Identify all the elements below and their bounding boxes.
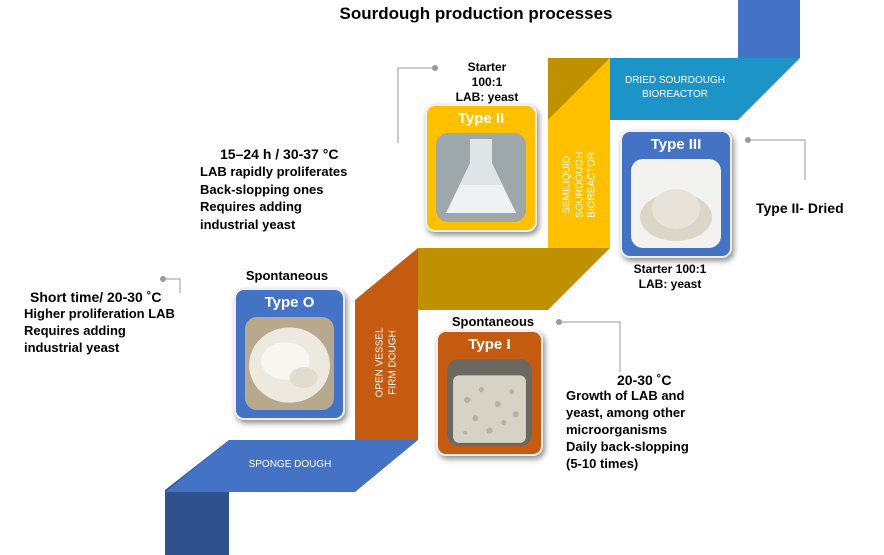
type2-title: Type II [457,110,505,127]
dried-band [610,58,800,120]
dried-label: DRIED SOURDOUGH BIOREACTOR [624,75,725,100]
type3-title: Type III [650,136,702,153]
semiliquid-band [548,58,610,248]
gold-diagonal [548,58,610,120]
sponge-dough-band [165,440,418,492]
type1-note-heading: 20-30 ˚C [617,372,672,388]
type2-note-body: LAB rapidly proliferates Back-slopping o… [200,164,348,232]
page-title: Sourdough production processes [339,4,613,23]
type1-card: Type I [436,330,543,456]
type0-card: Type O [234,288,345,420]
type2-caption: Starter 100:1 LAB: yeast [455,60,519,104]
type0-note-body: Higher proliferation LAB Requires adding… [24,306,175,355]
type0-title: Type O [264,294,315,311]
open-vessel-band [355,248,418,440]
type0-photo [245,317,334,410]
type3-card: Type III [620,130,732,258]
semiliquid-label: SEMILIQUID SOURDOUGH BIOREACTOR [561,151,598,218]
top-blue-rise [738,0,800,58]
type1-title: Type I [468,336,511,353]
leader-lines [163,67,806,372]
type0-note-heading: Short time/ 20-30 ˚C [30,289,162,305]
type2-card: Type II [425,104,537,232]
type1-caption: Spontaneous [451,314,535,329]
type2-photo [436,133,526,222]
connector-gold-band [418,248,610,310]
type2-note-heading: 15–24 h / 30-37 °C [220,146,339,162]
type3-caption: Starter 100:1 LAB: yeast [633,262,707,291]
type0-caption: Spontaneous [245,268,329,283]
sponge-dough-label: SPONGE DOUGH [248,459,332,470]
type3-note-heading: Type II- Dried [756,200,844,216]
type1-note-body: Growth of LAB and yeast, among other mic… [566,388,689,471]
leader-dots [160,65,751,325]
type3-photo [631,159,721,248]
type1-photo [447,359,532,446]
open-vessel-label: OPEN VESSEL FIRM DOUGH [374,327,399,398]
